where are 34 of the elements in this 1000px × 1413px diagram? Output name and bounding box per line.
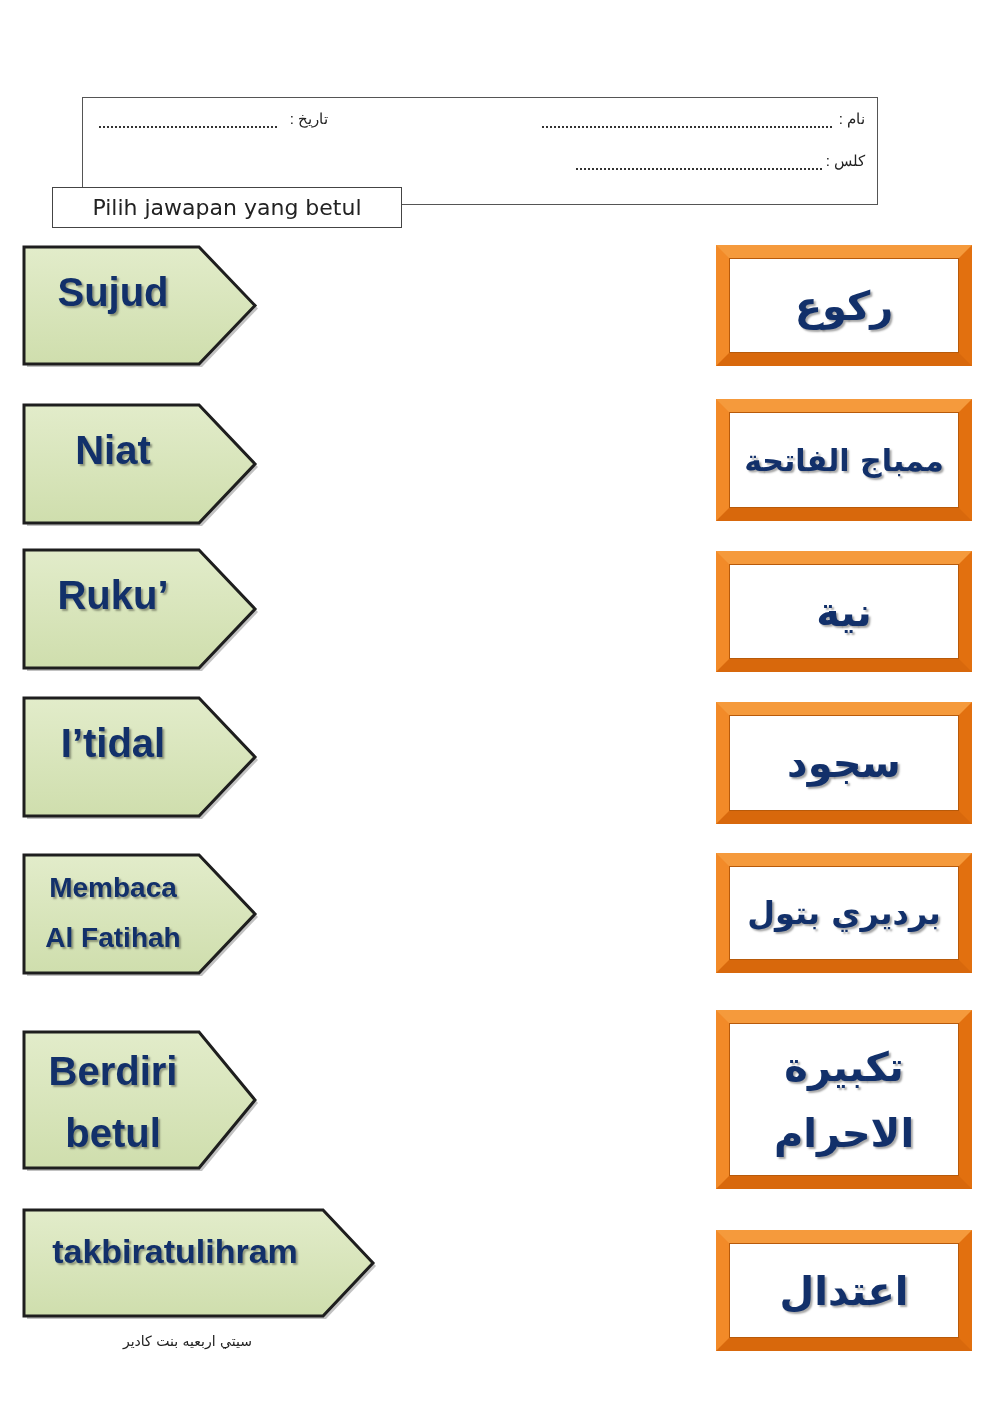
arabic-term: برديري بتول bbox=[747, 893, 941, 934]
answer-card bbox=[716, 245, 972, 366]
instruction-panel bbox=[52, 187, 402, 228]
arabic-term: ممباج الفاتحة bbox=[744, 441, 944, 480]
instruction-text: Pilih jawapan yang betul bbox=[92, 194, 362, 221]
arrow-tag bbox=[22, 853, 260, 978]
arabic-term: سجود bbox=[787, 739, 901, 789]
arabic-term: ركوع bbox=[794, 281, 894, 332]
term-text: Membaca Al Fatihah bbox=[44, 871, 182, 955]
arrow-tag bbox=[22, 403, 260, 528]
arabic-term: اعتدال bbox=[779, 1266, 909, 1316]
arabic-term: نية bbox=[816, 587, 872, 637]
term-text: takbiratulihram bbox=[51, 1231, 299, 1272]
class-label: كلس : bbox=[825, 152, 865, 170]
answer-card bbox=[716, 853, 972, 973]
arabic-term: تكبيرة الاحرام bbox=[772, 1042, 916, 1159]
term-text: I’tidal bbox=[59, 720, 167, 767]
arrow-tag bbox=[22, 245, 260, 369]
arrow-tag bbox=[22, 1030, 260, 1173]
name-label: نام : bbox=[838, 110, 865, 128]
answer-card bbox=[716, 1230, 972, 1351]
arrow-tag bbox=[22, 1208, 378, 1321]
term-text: Sujud bbox=[56, 269, 170, 316]
answer-card bbox=[716, 551, 972, 672]
arrow-tag bbox=[22, 696, 260, 821]
answer-card bbox=[716, 399, 972, 521]
term-text: Ruku’ bbox=[56, 572, 170, 619]
answer-card bbox=[716, 1010, 972, 1189]
date-label: تاريخ : bbox=[289, 110, 328, 128]
author-name: سيتي اربعيه بنت كادير bbox=[123, 1333, 252, 1349]
term-text: Niat bbox=[74, 427, 152, 474]
answer-card bbox=[716, 702, 972, 824]
arrow-tag bbox=[22, 548, 260, 673]
term-text: Berdiri betul bbox=[47, 1048, 179, 1157]
